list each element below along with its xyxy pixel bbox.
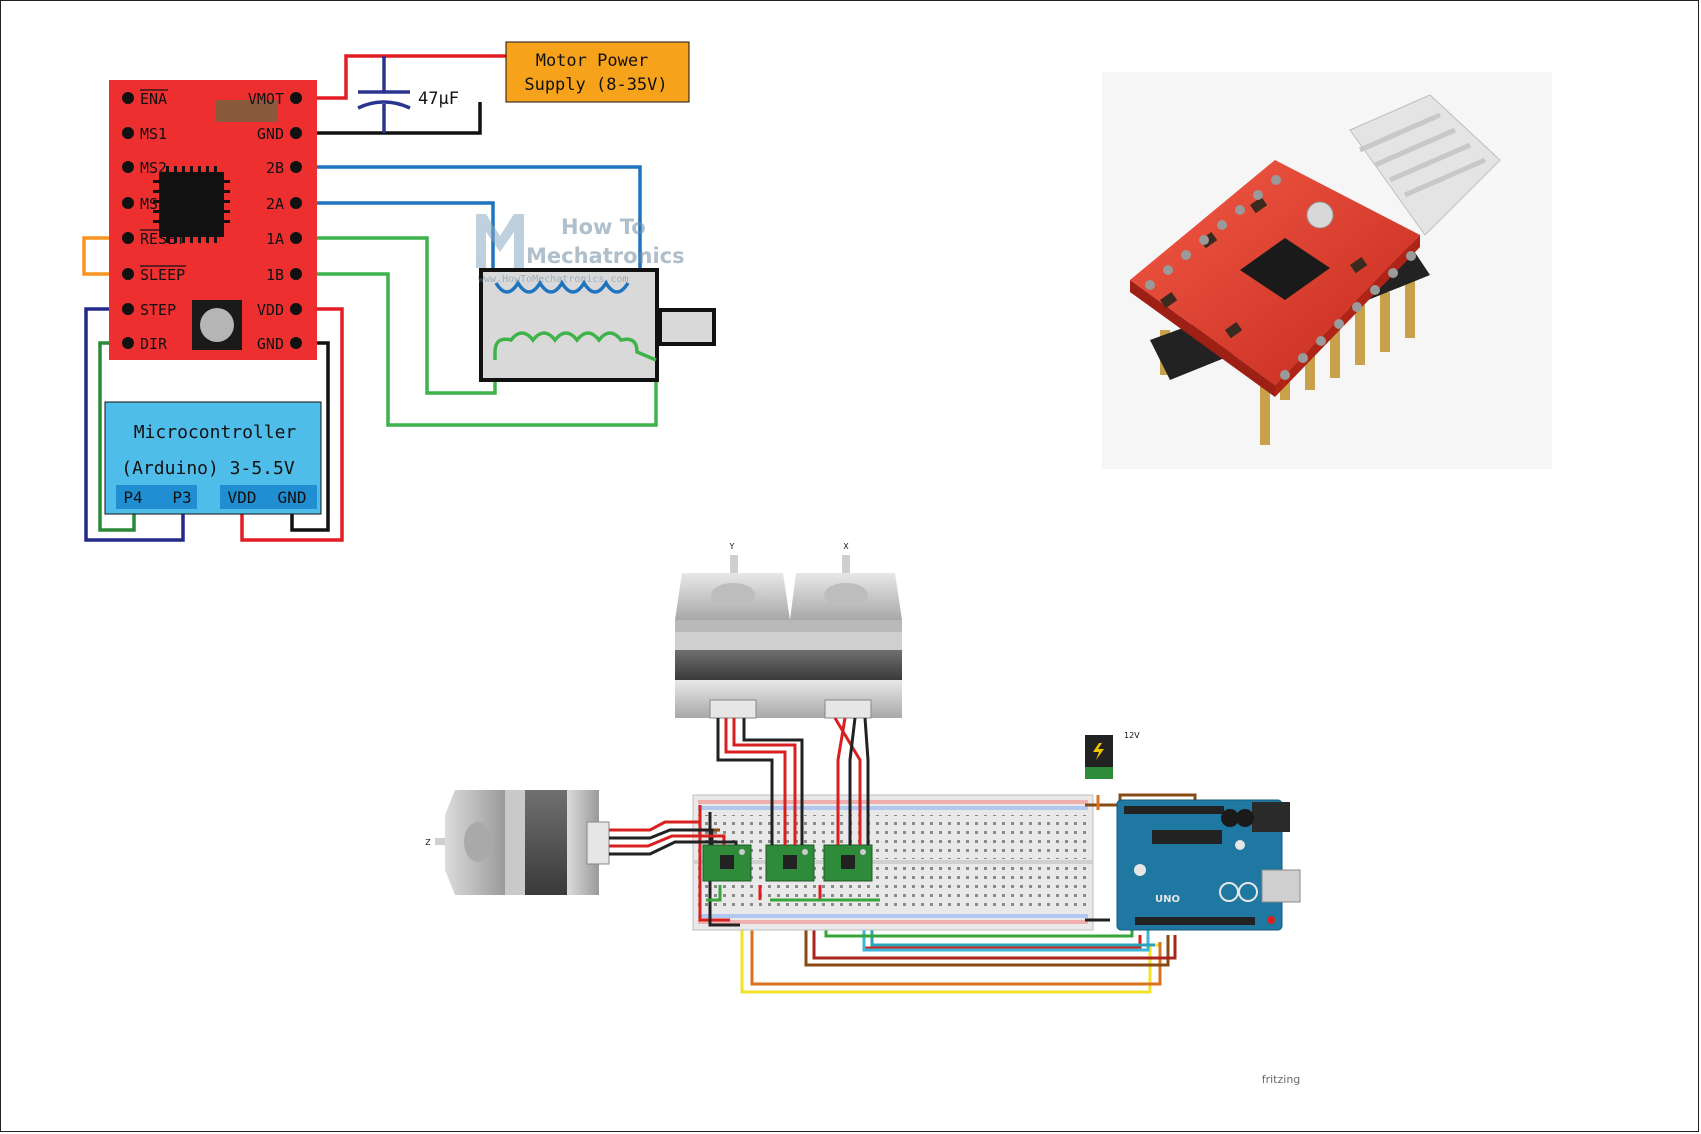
pin-1a-label: 1A (266, 230, 284, 248)
capacitor: 47µF (357, 89, 459, 110)
mcu-pin-p4: P4 (123, 488, 142, 507)
supply-line2: Supply (8-35V) (524, 75, 667, 95)
arduino-uno-board: UNO (1116, 799, 1301, 931)
fritzing-credit: fritzing (1262, 1073, 1301, 1086)
wire-2a (296, 201, 495, 283)
photo-pcb-edge2 (1275, 235, 1420, 397)
supply-line1: Motor Power (536, 51, 649, 71)
pin-vdd-label: VDD (257, 301, 284, 319)
arduino-uno-label: UNO (1155, 894, 1180, 905)
driver-pin-dots (122, 92, 302, 349)
wire-1b (296, 272, 658, 427)
motor-x-label: X (843, 542, 849, 551)
pin-step-label: STEP (140, 301, 176, 319)
power-jack: 12V (1085, 731, 1140, 779)
photo-chip (1240, 238, 1330, 300)
stepper-motor-x: X (790, 542, 902, 719)
mcu-pin-p3: P3 (172, 488, 191, 507)
capacitor-label: 47µF (418, 89, 459, 109)
stepper-motor-z: Z (425, 790, 738, 895)
photo-pcb-edge (1130, 280, 1275, 397)
watermark-line1: How To (561, 215, 646, 239)
mcu-line1: Microcontroller (134, 422, 297, 443)
breadboard (692, 794, 1094, 931)
coil-green (493, 331, 657, 362)
pin-2b-label: 2B (266, 159, 284, 177)
motor-y-label: Y (729, 542, 735, 551)
driver-module-z (702, 844, 752, 882)
wiring-schematic: ENA MS1 MS2 MS3 RESET SLEEP STEP DIR VMO… (82, 41, 716, 542)
motor-cable-wires (716, 717, 870, 845)
pin-ms1-label: MS1 (140, 125, 167, 143)
driver-left-labels: ENA MS1 MS2 MS3 RESET SLEEP STEP DIR (140, 89, 186, 353)
stepper-motor-y: Y (675, 542, 790, 719)
pin-dir-label: DIR (140, 335, 168, 353)
driver-chip (159, 172, 224, 237)
microcontroller-box: Microcontroller (Arduino) 3-5.5V P4 P3 V… (104, 401, 322, 515)
wire-orange (750, 890, 1162, 986)
breadboard-driver-modules (702, 844, 873, 882)
wire-reset-sleep (82, 236, 128, 276)
photo-pads (1145, 175, 1416, 380)
coil-blue (494, 279, 630, 294)
fritzing-breadboard-diagram: Y X (425, 542, 1301, 1086)
driver-chip-legs (153, 166, 230, 243)
pin-ms3-label: MS3 (140, 195, 167, 213)
driver-potentiometer (200, 308, 234, 342)
watermark-line2: Mechatronics (526, 244, 685, 268)
a4988-driver-board: ENA MS1 MS2 MS3 RESET SLEEP STEP DIR VMO… (109, 80, 317, 360)
mcu-line2: (Arduino) 3-5.5V (121, 458, 295, 479)
wire-step (84, 307, 185, 542)
wire-vmot (296, 54, 508, 100)
photo-potentiometer (1306, 201, 1334, 229)
wire-gnd-mcu (290, 341, 330, 532)
a4988-module-photo (1102, 72, 1552, 469)
pin-sleep-label: SLEEP (140, 266, 185, 284)
pin-1b-label: 1B (266, 266, 284, 284)
driver-resistor (216, 100, 278, 122)
wire-vdd (240, 307, 344, 542)
pin-ms2-label: MS2 (140, 159, 167, 177)
pin-ena-label: ENA (140, 90, 167, 108)
wire-1a (296, 236, 497, 395)
stepper-motor-schematic (479, 268, 716, 382)
mcu-pin-vdd: VDD (228, 488, 257, 507)
pin-2a-label: 2A (266, 195, 284, 213)
watermark-url: www.HowToMechatronics.com (478, 274, 629, 285)
pin-gnd-bottom-label: GND (257, 335, 284, 353)
jack-label: 12V (1124, 731, 1140, 740)
pin-gnd-top-label: GND (257, 125, 284, 143)
motor-power-supply: Motor Power Supply (8-35V) (505, 41, 690, 103)
pin-reset-label: RESET (140, 230, 185, 248)
photo-heatsink (1349, 94, 1501, 236)
mcu-pin-gnd: GND (278, 488, 307, 507)
wire-gnd-supply (296, 102, 482, 135)
driver-module-y (765, 844, 815, 882)
pin-vmot-label: VMOT (248, 90, 284, 108)
driver-right-labels: VMOT GND 2B 2A 1A 1B VDD GND (248, 90, 284, 353)
howtomechatronics-watermark: How To Mechatronics www.HowToMechatronic… (476, 214, 685, 285)
motor-z-label: Z (425, 838, 431, 847)
driver-module-x (823, 844, 873, 882)
